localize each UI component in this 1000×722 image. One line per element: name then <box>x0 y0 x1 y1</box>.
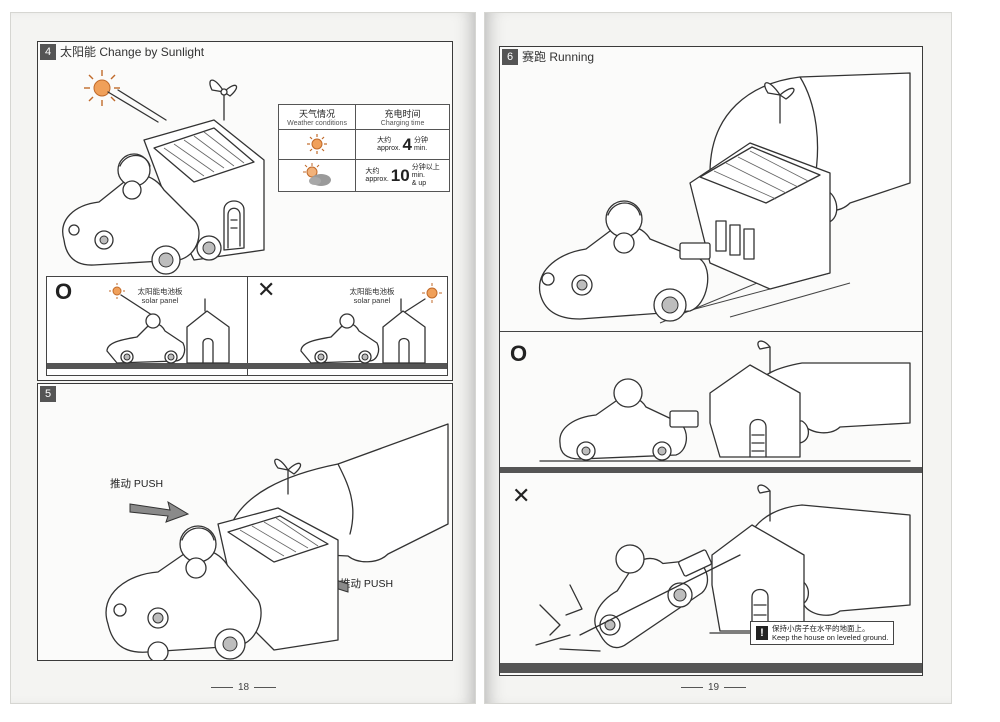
approx-zh: 大约 <box>365 167 380 175</box>
unit-extra: & up <box>411 179 427 187</box>
page-number-18: 18 <box>238 682 250 693</box>
step4-panel: 4 太阳能 Change by Sunlight <box>37 41 453 381</box>
solar-panel-label-zh: 太阳能电池板 <box>137 287 183 296</box>
note-en: Keep the house on leveled ground. <box>772 633 889 642</box>
fan-icon <box>209 79 238 121</box>
charging-time-table: 天气情况 Weather conditions 充电时间 Charging ti… <box>277 104 450 192</box>
wrong-mark: ✕ <box>512 483 531 508</box>
charging-header-en: Charging time <box>380 120 425 127</box>
arrow-icon <box>129 500 190 523</box>
manual-page-left: 4 太阳能 Change by Sunlight <box>10 12 476 704</box>
cloudy-sun-icon <box>303 162 332 186</box>
warning-icon: ! <box>756 626 768 640</box>
page-number-left: 18 <box>211 682 277 693</box>
push-illustration <box>105 423 449 660</box>
wrong-mark: ✕ <box>257 277 276 302</box>
bottom-bar <box>500 663 922 673</box>
step4-title: 太阳能 Change by Sunlight <box>60 44 205 59</box>
correct-level-illustration <box>539 340 911 462</box>
car-house-illustration <box>62 79 265 275</box>
charge-value-cloudy: 10 <box>390 165 410 185</box>
unit-en: min. <box>411 171 425 179</box>
approx-en: approx. <box>365 175 389 183</box>
unit-zh: 分钟以上 <box>411 163 440 171</box>
page-number-right: 19 <box>681 682 747 693</box>
correct-scene <box>106 283 230 364</box>
step4-header: 4 太阳能 Change by Sunlight <box>38 42 204 60</box>
approx-zh: 大约 <box>377 136 392 144</box>
correct-mark: O <box>55 279 73 304</box>
step4-number: 4 <box>40 43 56 60</box>
charging-header-zh: 充电时间 <box>384 109 421 119</box>
weather-sunny-cell <box>277 129 357 160</box>
solar-panel-label-en: solar panel <box>353 296 391 305</box>
unit-en: min. <box>413 144 428 152</box>
unit-zh: 分钟 <box>413 136 428 144</box>
weather-cloudy-cell <box>277 159 357 192</box>
divider <box>500 467 922 473</box>
sun-icon <box>307 133 328 154</box>
step6-title: 赛跑 Running <box>522 49 595 64</box>
leveled-ground-note: ! 保持小房子在水平的地面上。 Keep the house on levele… <box>750 621 895 645</box>
solar-panel-label-correct: 太阳能电池板 solar panel <box>125 287 195 305</box>
push-label-bottom: 推动 PUSH <box>340 578 394 590</box>
approx-en: approx. <box>377 144 401 152</box>
step4-comparison: O 太阳能电池板 solar panel ✕ 太阳能电池板 solar pane… <box>46 276 448 376</box>
step6-header: 6 赛跑 Running <box>500 47 594 65</box>
weather-header: 天气情况 Weather conditions <box>277 104 357 130</box>
sun-rays <box>107 89 167 123</box>
step5-header: 5 <box>38 384 60 402</box>
solar-panel-label-wrong: 太阳能电池板 solar panel <box>337 287 407 305</box>
step6-panel: 6 赛跑 Running <box>499 46 923 676</box>
wrong-slope-illustration <box>535 484 911 652</box>
divider <box>500 331 922 332</box>
manual-page-right: 6 赛跑 Running <box>484 12 952 704</box>
step6-number: 6 <box>502 48 518 65</box>
weather-header-en: Weather conditions <box>287 120 347 127</box>
correct-mark: O <box>510 341 528 366</box>
charging-header: 充电时间 Charging time <box>355 104 450 130</box>
push-label-top: 推动 PUSH <box>110 478 164 490</box>
charge-value-sunny: 4 <box>402 134 412 154</box>
wrong-scene <box>300 283 442 364</box>
running-illustration <box>539 72 911 324</box>
page-number-19: 19 <box>708 682 720 693</box>
solar-panel-label-en: solar panel <box>141 296 179 305</box>
solar-panel-label-zh: 太阳能电池板 <box>349 287 395 296</box>
step5-number: 5 <box>40 385 56 402</box>
sun-icon <box>422 283 442 303</box>
weather-header-zh: 天气情况 <box>299 109 336 119</box>
sun-icon <box>109 283 125 299</box>
sun-icon <box>84 70 120 106</box>
step5-panel: 5 推动 PUSH 推动 PUSH <box>37 383 453 661</box>
note-zh: 保持小房子在水平的地面上。 <box>772 624 870 633</box>
